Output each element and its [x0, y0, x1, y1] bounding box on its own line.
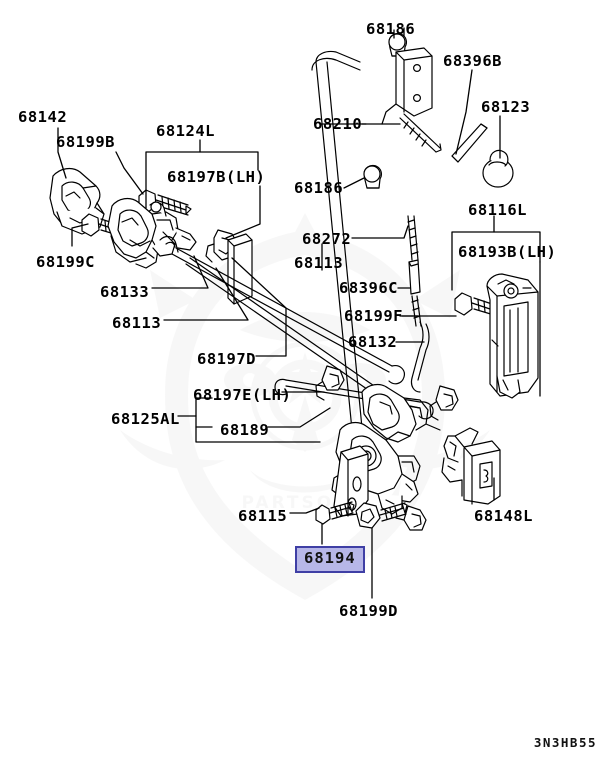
- part-label-68197B-lh: 68197B(LH): [167, 168, 266, 186]
- part-68193B-handle: [486, 273, 539, 399]
- part-68124L-assembly: [107, 197, 197, 269]
- part-label-68197E-lh: 68197E(LH): [193, 386, 292, 404]
- part-label-68124L: 68124L: [156, 122, 215, 140]
- part-68197E-clip: [315, 365, 345, 401]
- part-label-68133: 68133: [100, 283, 150, 301]
- part-68396B-pin-upper: [399, 113, 442, 153]
- part-label-68199F: 68199F: [344, 307, 403, 325]
- part-label-68132: 68132: [348, 333, 398, 351]
- part-label-68115: 68115: [238, 507, 288, 525]
- part-label-68113-upper: 68113: [294, 254, 344, 272]
- part-68194-bolt: [315, 501, 355, 525]
- part-clip-right-upper: [429, 385, 459, 421]
- part-label-68142: 68142: [18, 108, 68, 126]
- part-label-68186-top: 68186: [366, 20, 416, 38]
- diagram-reference-code: 3N3HB55: [533, 735, 597, 750]
- part-68123-knob: [482, 149, 514, 188]
- part-label-68396B: 68396B: [443, 52, 502, 70]
- part-68132-rod: [410, 321, 430, 393]
- part-68396B-rod: [451, 123, 488, 163]
- part-68186-clip-mid: [363, 164, 382, 189]
- part-label-68194-selected[interactable]: 68194: [295, 546, 365, 573]
- part-label-68199C: 68199C: [36, 253, 95, 271]
- part-68142-latch: [49, 167, 105, 235]
- part-label-68148L: 68148L: [474, 507, 533, 525]
- leader-lines: [57, 27, 541, 599]
- part-label-68113-lower: 68113: [112, 314, 162, 332]
- part-label-68123: 68123: [481, 98, 531, 116]
- part-label-68197D: 68197D: [197, 350, 256, 368]
- part-68113-rod-lower: [185, 257, 381, 397]
- part-label-68199B: 68199B: [56, 133, 115, 151]
- part-label-68186-mid: 68186: [294, 179, 344, 197]
- part-68199D-bolt: [355, 502, 408, 529]
- part-bracket-upper: [381, 47, 433, 125]
- part-label-68272: 68272: [302, 230, 352, 248]
- part-label-68396C: 68396C: [339, 279, 398, 297]
- part-label-68125AL: 68125AL: [111, 410, 180, 428]
- part-label-68189: 68189: [220, 421, 270, 439]
- part-68272-68396C: [407, 215, 422, 327]
- part-68148L-actuator: [441, 427, 501, 505]
- part-label-68210: 68210: [313, 115, 363, 133]
- part-label-68116L: 68116L: [468, 201, 527, 219]
- part-label-68199D: 68199D: [339, 602, 398, 620]
- part-68186-clip-upper: [388, 32, 407, 57]
- part-label-68193B-lh: 68193B(LH): [458, 243, 557, 261]
